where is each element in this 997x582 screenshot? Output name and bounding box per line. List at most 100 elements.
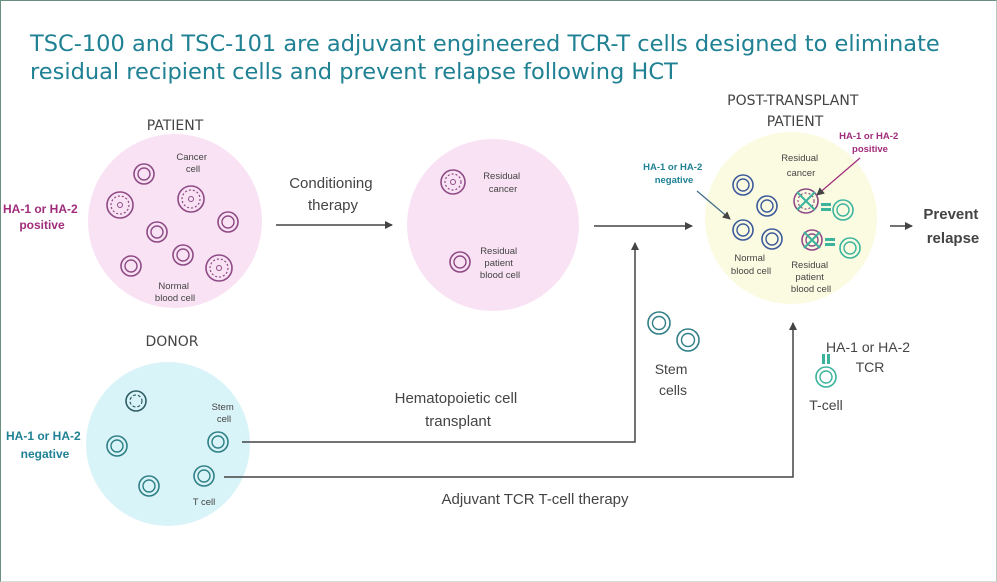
cancer-cell xyxy=(106,191,134,219)
legend-t-cell xyxy=(815,366,837,388)
hct-label-line-1: Hematopoietic cell xyxy=(395,390,518,407)
post-residual-patient-label-line-1: Residual xyxy=(791,260,828,271)
adjuvant-arrow xyxy=(224,322,797,478)
donor-tcell-label: T cell xyxy=(193,497,216,508)
post-residual-patient-label-line-3: blood cell xyxy=(791,284,831,295)
normal-cell-label-line-1: Normal xyxy=(158,281,189,292)
residual-cancer-label: Residual cancer xyxy=(483,171,523,195)
patient-heading: PATIENT xyxy=(147,118,204,134)
residual-cancer-label-line-1: Residual xyxy=(483,171,520,182)
residual-patient-label-line-1: Residual xyxy=(480,246,517,257)
donor-side-label-line-2: negative xyxy=(21,447,70,461)
residual-patient-label-line-3: blood cell xyxy=(480,270,520,281)
adjuvant-label: Adjuvant TCR T-cell therapy xyxy=(441,491,629,508)
post-negative-pointer xyxy=(696,190,731,220)
post-residual-patient-label-line-2: patient xyxy=(795,272,824,283)
tcr-receptor-icon xyxy=(822,354,830,364)
hct-arrow xyxy=(242,242,639,443)
outcome-label: Prevent relapse xyxy=(923,206,982,247)
conditioning-label-line-2: therapy xyxy=(308,197,359,214)
donor-stem-cell xyxy=(125,390,147,412)
outcome-label-line-2: relapse xyxy=(927,230,980,247)
hct-path: Hematopoietic cell transplant Stem cells xyxy=(242,242,700,443)
tcr-tcell-attacking xyxy=(825,237,861,259)
post-conditioning-group: Residual cancer Residual patient blood c… xyxy=(407,139,579,311)
tcr-label: HA-1 or HA-2 TCR xyxy=(826,339,914,375)
donor-cell xyxy=(138,475,160,497)
patient-circle xyxy=(88,134,262,308)
normal-blood-cell xyxy=(146,221,168,243)
outcome-label-line-1: Prevent xyxy=(923,206,978,223)
cancer-cell xyxy=(177,185,205,213)
residual-patient-label-line-2: patient xyxy=(484,258,513,269)
residual-cancer-label-line-2: cancer xyxy=(489,184,518,195)
stem-cells-label: Stem cells xyxy=(655,361,692,398)
stem-cells-label-line-2: cells xyxy=(659,382,687,398)
post-positive-label-line-1: HA-1 or HA-2 xyxy=(839,131,898,142)
normal-blood-cell xyxy=(133,163,155,185)
post-residual-cancer-label-line-2: cancer xyxy=(787,168,816,179)
donor-stem-label: Stem cell xyxy=(212,402,237,425)
hct-label-line-2: transplant xyxy=(425,413,492,430)
post-normal-label: Normal blood cell xyxy=(731,253,771,277)
slide-title-line-2: residual recipient cells and prevent rel… xyxy=(30,59,678,85)
post-transplant-heading: POST-TRANSPLANT PATIENT xyxy=(727,93,863,130)
post-transplant-circle xyxy=(705,132,877,304)
patient-side-label-line-1: HA-1 or HA-2 xyxy=(3,202,78,216)
residual-patient-blood-cell xyxy=(449,251,471,273)
stem-cell xyxy=(647,311,671,335)
post-transplant-group: POST-TRANSPLANT PATIENT HA-1 or HA-2 neg… xyxy=(643,93,898,304)
normal-blood-cell xyxy=(217,211,239,233)
post-negative-label-line-2: negative xyxy=(655,175,694,186)
donor-cell xyxy=(106,435,128,457)
tcr-label-line-1: HA-1 or HA-2 xyxy=(826,339,910,355)
stem-cell xyxy=(676,328,700,352)
post-transplant-heading-line-1: POST-TRANSPLANT xyxy=(727,93,859,109)
post-normal-label-line-1: Normal xyxy=(734,253,765,264)
tcr-label-line-2: TCR xyxy=(856,359,885,375)
post-negative-label: HA-1 or HA-2 negative xyxy=(643,162,705,186)
outcome-group: Prevent relapse xyxy=(890,206,982,247)
donor-blood-cell xyxy=(756,195,778,217)
conditioning-step: Conditioning therapy xyxy=(276,175,393,229)
post-positive-label-line-2: positive xyxy=(852,144,888,155)
tcr-tcell-attacking xyxy=(821,199,854,221)
eliminated-cancer-cell xyxy=(793,188,819,214)
normal-cell-label: Normal blood cell xyxy=(155,281,195,304)
stem-cells-label-line-1: Stem xyxy=(655,361,688,377)
donor-t-cell xyxy=(193,465,215,487)
tcell-label: T-cell xyxy=(809,397,842,413)
donor-side-label: HA-1 or HA-2 negative xyxy=(6,429,84,461)
post-conditioning-circle xyxy=(407,139,579,311)
patient-side-label-line-2: positive xyxy=(19,218,65,232)
donor-circle xyxy=(86,362,250,526)
normal-blood-cell xyxy=(120,255,142,277)
post-residual-cancer-label: Residual cancer xyxy=(781,153,821,179)
donor-stem-label-line-2: cell xyxy=(217,414,231,425)
adjuvant-path: Adjuvant TCR T-cell therapy xyxy=(224,322,797,508)
donor-blood-cell xyxy=(732,174,754,196)
cancer-cell-label-line-2: cell xyxy=(186,164,200,175)
post-positive-pointer xyxy=(816,157,861,196)
tcell-legend: HA-1 or HA-2 TCR T-cell xyxy=(809,339,914,413)
hct-label: Hematopoietic cell transplant xyxy=(395,390,522,430)
donor-blood-cell xyxy=(732,219,754,241)
patient-side-label: HA-1 or HA-2 positive xyxy=(3,202,81,232)
cancer-cell xyxy=(205,254,233,282)
conditioning-label: Conditioning therapy xyxy=(289,175,377,214)
donor-blood-cell xyxy=(761,228,783,250)
normal-cell-label-line-2: blood cell xyxy=(155,293,195,304)
donor-group: DONOR HA-1 or HA-2 negative Stem cell T … xyxy=(6,334,250,526)
normal-blood-cell xyxy=(172,244,194,266)
residual-cancer-cell xyxy=(440,169,466,195)
post-residual-cancer-label-line-1: Residual xyxy=(781,153,818,164)
post-transplant-heading-line-2: PATIENT xyxy=(767,114,824,130)
donor-side-label-line-1: HA-1 or HA-2 xyxy=(6,429,81,443)
cancer-cell-label-line-1: Cancer xyxy=(176,152,207,163)
donor-stem-cell xyxy=(207,431,229,453)
cancer-cell-label: Cancer cell xyxy=(176,152,209,175)
slide-title-line-1: TSC-100 and TSC-101 are adjuvant enginee… xyxy=(30,31,940,57)
residual-patient-label: Residual patient blood cell xyxy=(480,246,520,281)
slide-title: TSC-100 and TSC-101 are adjuvant enginee… xyxy=(30,30,940,86)
